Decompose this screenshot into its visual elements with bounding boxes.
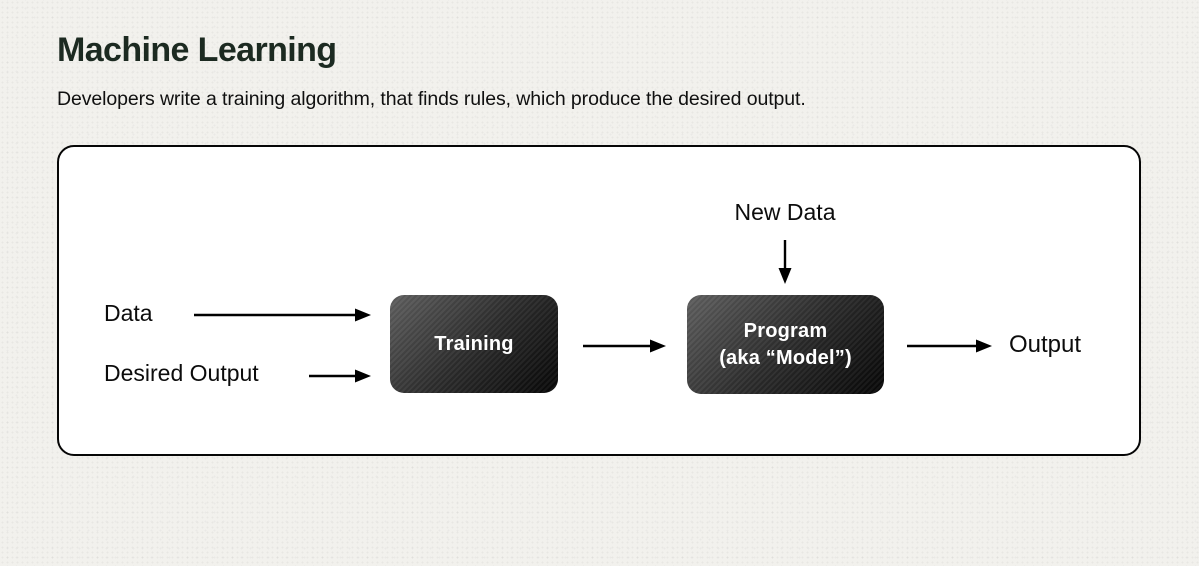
new-data-label: New Data [734,199,836,225]
training-box-label: Training [434,332,514,355]
program-box: Program (aka “Model”) [687,295,884,394]
arrow-training-to-program [583,339,666,353]
program-box-label-line1: Program [743,319,828,342]
arrow-desired-output-to-training [309,369,371,383]
training-box: Training [390,295,558,393]
page-subtitle: Developers write a training algorithm, t… [57,88,806,110]
output-label: Output [1009,331,1082,358]
arrow-program-to-output [907,339,992,353]
arrow-data-to-training [194,308,371,322]
data-label: Data [104,300,153,326]
desired-output-label: Desired Output [104,360,259,386]
page-title: Machine Learning [57,31,337,69]
diagram-frame: New Data Data Desired Output Training [57,145,1141,456]
program-box-label-line2: (aka “Model”) [719,346,852,369]
arrow-down-new-data-to-program [778,240,792,284]
